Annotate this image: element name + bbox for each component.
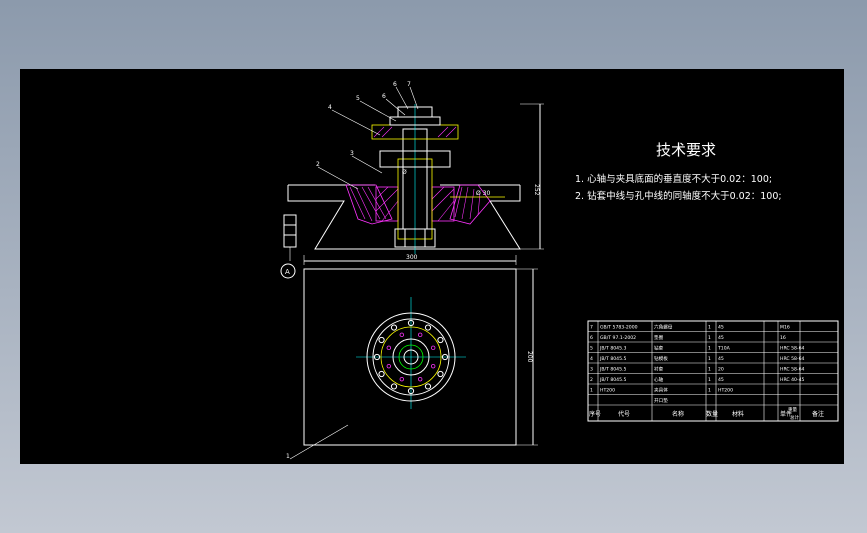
bolt-hole	[424, 383, 432, 390]
bom-cell: 1	[708, 325, 711, 331]
bom-cell: 1	[708, 346, 711, 352]
bom-header-cell: 单件	[780, 410, 792, 418]
bom-cell: 夹具体	[654, 387, 668, 394]
bom-cell: JB/T 8045.5	[599, 356, 626, 362]
bom-cell: GB/T 97.1-2002	[600, 335, 636, 341]
dim-section-height: 252	[533, 184, 540, 196]
pin-hole	[417, 376, 423, 382]
bom-cell: 钻模板	[654, 355, 668, 362]
bom-cell: 开口垫	[654, 397, 668, 404]
bom-cell: 45	[718, 335, 724, 341]
bom-cell: 1	[708, 335, 711, 341]
bom-cell: 7	[590, 325, 593, 331]
pin-hole	[386, 345, 392, 351]
bolt-hole	[441, 353, 449, 361]
bom-cell: 6	[590, 335, 593, 341]
bom-cell: 六角螺母	[654, 324, 673, 331]
balloon-1: 1	[286, 453, 290, 460]
bom-cell: T10A	[717, 346, 731, 352]
dim-plan-height: 200	[526, 351, 533, 363]
bom-cell: 45	[718, 325, 724, 331]
bom-cell: 45	[718, 377, 724, 383]
balloon-4: 4	[328, 104, 332, 111]
bom-header-total: 总计	[790, 414, 799, 421]
bolt-hole	[373, 353, 381, 361]
note-1: 1. 心轴与夹具底面的垂直度不大于0.02：100;	[575, 173, 772, 185]
cad-drawing-canvas[interactable]: Ø 30 Ø 252 2 3 4 5 6 6 7 A	[20, 69, 844, 464]
bolt-hole	[390, 383, 398, 390]
bolt-hole	[378, 336, 385, 344]
bom-cell: HT200	[718, 388, 733, 394]
balloon-6: 6	[393, 81, 397, 88]
technical-requirements: 技术要求 1. 心轴与夹具底面的垂直度不大于0.02：100; 2. 钻套中线与…	[575, 141, 782, 202]
pin-hole	[417, 332, 423, 338]
pin-hole	[430, 363, 436, 369]
bom-cell: JB/T 8045.5	[599, 377, 626, 383]
bom-cell: 衬套	[654, 366, 664, 373]
bolt-hole	[390, 324, 398, 331]
pin-hole	[399, 376, 405, 382]
bolt-hole	[407, 387, 415, 395]
bom-cell: 钻套	[654, 345, 664, 352]
notes-title: 技术要求	[656, 141, 716, 159]
bolt-hole	[378, 370, 385, 378]
bom-cell: 1	[708, 377, 711, 383]
bom-cell: 垫圈	[654, 334, 664, 341]
bom-cell: GB/T 5783-2000	[600, 325, 638, 331]
bolt-hole	[437, 336, 444, 344]
bom-cell: 3	[590, 367, 593, 373]
cad-drawing[interactable]: Ø 30 Ø 252 2 3 4 5 6 6 7 A	[20, 69, 844, 464]
bom-cell: HRC 58-64	[780, 356, 805, 362]
bom-header-cell: 材料	[732, 410, 744, 418]
bom-cell: HRC 58-64	[780, 346, 805, 352]
plan-view: 300 200 1	[286, 254, 538, 460]
bom-cell: M16	[780, 325, 790, 331]
pin-hole	[399, 332, 405, 338]
balloon-3: 3	[350, 150, 354, 157]
bom-cell: HRC 40-45	[780, 377, 805, 383]
bolt-hole	[407, 319, 415, 327]
bom-cell: 1	[708, 367, 711, 373]
bom-cell: JB/T 8045.5	[599, 367, 626, 373]
bom-cell: 心轴	[654, 376, 664, 383]
bom-cell: 16	[780, 335, 786, 341]
datum-label: A	[285, 268, 290, 276]
bom-header-cell: 数量	[706, 410, 718, 418]
balloon-7: 7	[407, 81, 411, 88]
bom-cell: HT200	[600, 388, 615, 394]
bom-header-cell: 代号	[618, 410, 630, 418]
bom-cell: JB/T 8045.3	[599, 346, 626, 352]
bom-cell: 20	[718, 367, 724, 373]
pin-hole	[430, 345, 436, 351]
bom-header-cell: 名称	[672, 410, 684, 418]
section-view: Ø 30 Ø 252 2 3 4 5 6 6 7 A	[280, 81, 544, 279]
dim-plan-width: 300	[406, 254, 418, 261]
bom-header-cell: 序号	[589, 410, 601, 418]
bolt-hole	[424, 324, 432, 331]
bom-cell: 2	[590, 377, 593, 383]
balloon-1-top: 2	[316, 161, 320, 168]
bom-cell: HRC 58-64	[780, 367, 805, 373]
bom-header-weight: 重量	[788, 406, 797, 413]
balloon-6a: 6	[382, 93, 386, 100]
dim-inner: Ø	[402, 169, 407, 176]
bom-cell: 5	[590, 346, 593, 352]
pin-hole	[386, 363, 392, 369]
dim-bore: Ø 30	[476, 190, 490, 197]
bom-cell: 1	[708, 388, 711, 394]
hole-pattern	[373, 319, 449, 395]
bom-cell: 45	[718, 356, 724, 362]
bom-cell: 1	[590, 388, 593, 394]
balloon-5: 5	[356, 95, 360, 102]
note-2: 2. 钻套中线与孔中线的同轴度不大于0.02：100;	[575, 190, 782, 202]
bom-cell: 4	[590, 356, 593, 362]
bom-header-cell: 备注	[812, 410, 824, 418]
bolt-hole	[437, 370, 444, 378]
bom-cell: 1	[708, 356, 711, 362]
